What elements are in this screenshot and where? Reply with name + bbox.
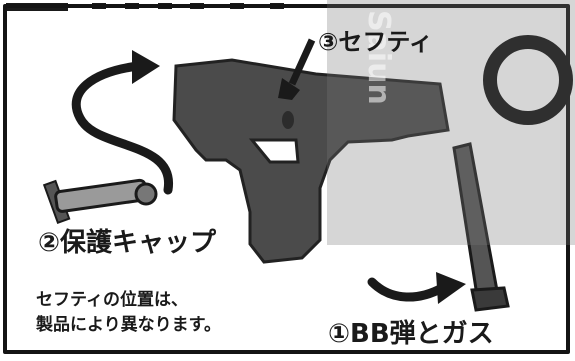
safety-note: セフティの位置は、 製品により異なります。 bbox=[36, 288, 221, 338]
arrow-head bbox=[132, 50, 160, 84]
pistol-icon bbox=[172, 58, 450, 264]
cap-label: ②保護キャップ bbox=[38, 228, 217, 258]
note-line-1: セフティの位置は、 bbox=[36, 290, 188, 310]
bb-gas-label: ①BB弾とガス bbox=[328, 319, 494, 349]
safety-arrow-head bbox=[278, 78, 300, 100]
insert-arrow-head bbox=[436, 272, 466, 304]
safety-label: ③セフティ bbox=[318, 28, 433, 56]
watermark-text: Saiun bbox=[361, 10, 396, 105]
ring-logo-icon bbox=[483, 35, 573, 125]
magazine-icon bbox=[452, 142, 510, 312]
safety-pointer-arrow bbox=[288, 38, 316, 86]
protective-cap-icon bbox=[42, 178, 158, 225]
instruction-frame bbox=[3, 4, 570, 354]
insert-arrow bbox=[367, 277, 447, 302]
note-line-2: 製品により異なります。 bbox=[36, 315, 221, 335]
watermark-overlay bbox=[327, 0, 575, 245]
curved-arrow bbox=[71, 61, 173, 195]
